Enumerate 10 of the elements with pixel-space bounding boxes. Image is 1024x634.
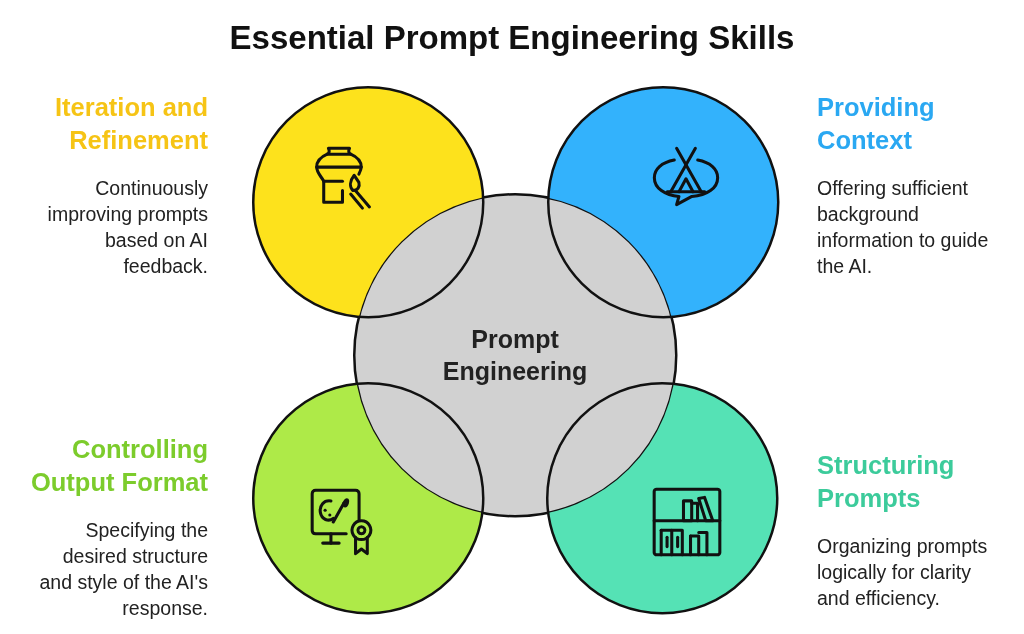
heading: Providing Context [817, 92, 936, 156]
description: Specifying the desired structure and style of the AI's response. [38, 518, 208, 621]
heading: Structuring Prompts [817, 450, 956, 514]
heading: Controlling Output Format [29, 434, 208, 498]
heading: Iteration and Refinement [54, 92, 208, 156]
center-label: Prompt Engineering [441, 324, 589, 387]
description: Organizing prompts logically for clarity and efficiency. [817, 534, 989, 611]
title: Essential Prompt Engineering Skills [228, 19, 796, 57]
description: Continuously improving prompts based on AI feedback. [46, 176, 208, 279]
description: Offering sufficient background information to guide the AI. [817, 176, 990, 279]
